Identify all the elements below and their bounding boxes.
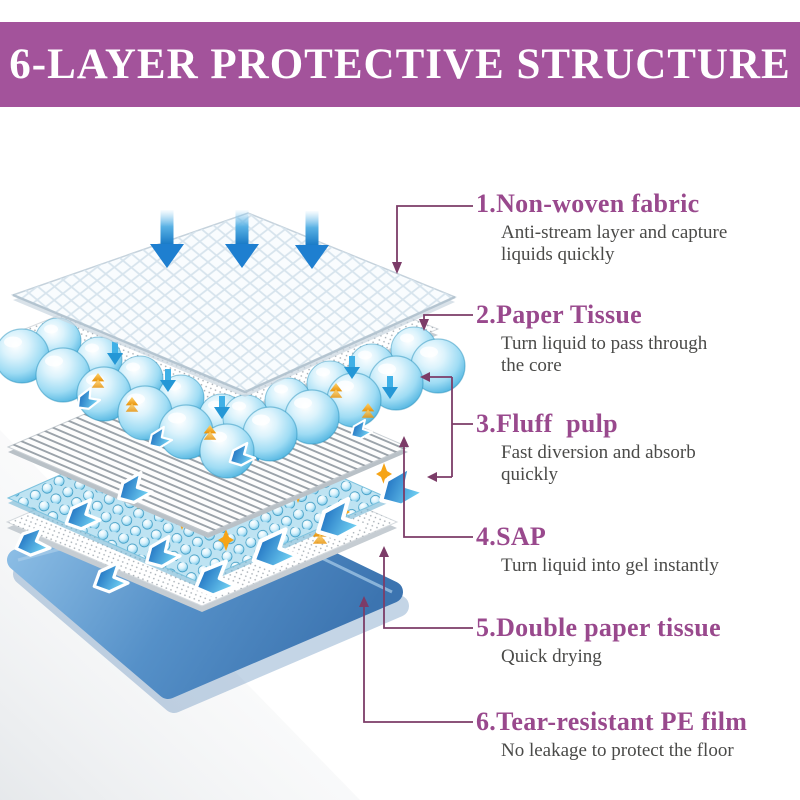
title-banner: 6-LAYER PROTECTIVE STRUCTURE <box>0 22 800 107</box>
layer-2-title: 2.Paper Tissue <box>476 300 643 329</box>
connector-3 <box>420 372 473 482</box>
layer-label-4: 4.SAP Turn liquid into gel instantly <box>476 523 719 577</box>
layer-1-description: Anti-stream layer and capture liquids qu… <box>501 222 728 265</box>
pad-diagram <box>0 210 466 713</box>
layer-6-description: No leakage to protect the floor <box>501 740 734 762</box>
connector-2 <box>419 314 473 331</box>
layer-5-description: Quick drying <box>501 646 602 668</box>
connector-1 <box>392 205 473 274</box>
layer-4-title: 4.SAP <box>476 522 547 551</box>
layer-3-description: Fast diversion and absorb quickly <box>501 442 696 485</box>
connector-4 <box>399 436 473 538</box>
label-connectors <box>359 205 473 723</box>
layer-1-title: 1.Non-woven fabric <box>476 189 700 218</box>
layer-2-description: Turn liquid to pass through the core <box>501 333 708 376</box>
layer-label-5: 5.Double paper tissue Quick drying <box>476 614 721 668</box>
connector-6 <box>359 596 473 723</box>
page-title: 6-LAYER PROTECTIVE STRUCTURE <box>9 41 791 88</box>
layer-label-6: 6.Tear-resistant PE film No leakage to p… <box>476 708 747 762</box>
layer-label-3: 3.Fluff pulp Fast diversion and absorb q… <box>476 410 696 485</box>
layer-label-2: 2.Paper Tissue Turn liquid to pass throu… <box>476 301 707 376</box>
connector-5 <box>379 546 473 629</box>
layer-label-1: 1.Non-woven fabric Anti-stream layer and… <box>476 190 727 265</box>
layer-4-description: Turn liquid into gel instantly <box>501 555 719 577</box>
layer-5-title: 5.Double paper tissue <box>476 613 721 642</box>
layer-3-title: 3.Fluff pulp <box>476 409 618 438</box>
layer-6-title: 6.Tear-resistant PE film <box>476 707 748 736</box>
